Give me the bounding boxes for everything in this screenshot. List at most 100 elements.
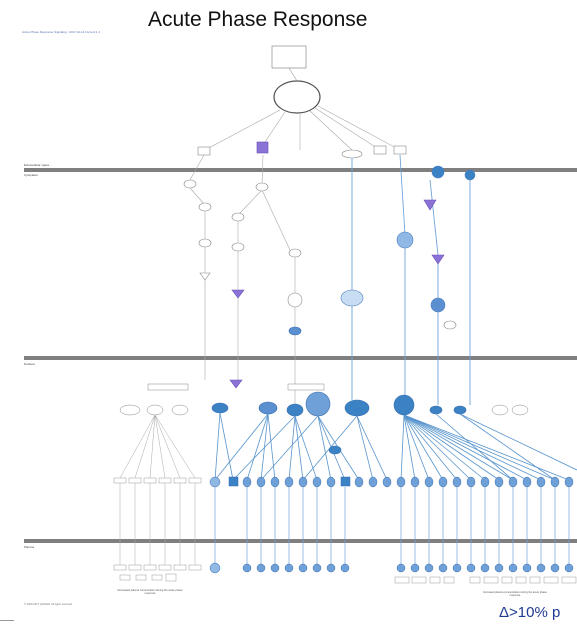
transcription-factor	[211, 402, 229, 414]
signaling-node	[431, 254, 445, 265]
signaling-node	[464, 169, 476, 181]
signaling-node	[288, 326, 302, 336]
transcription-factor	[258, 401, 278, 415]
plasma-protein	[480, 563, 490, 573]
compartment-label-plasma: Plasma	[24, 545, 35, 549]
plasma-protein	[394, 576, 410, 584]
gene-node	[326, 476, 336, 488]
gene-node	[410, 476, 420, 488]
plasma-protein	[438, 563, 448, 573]
signaling-node	[255, 182, 269, 192]
gene-node	[550, 476, 560, 488]
plasma-protein	[270, 563, 280, 573]
gene-node	[340, 476, 351, 487]
gene-node	[158, 477, 172, 484]
gene-node	[536, 476, 546, 488]
footnote-decreased: Decreased plasma concentration during th…	[117, 589, 183, 595]
plasma-protein	[424, 563, 434, 573]
gene-node	[354, 476, 364, 488]
signaling-node	[198, 238, 212, 248]
plasma-protein	[483, 576, 499, 584]
transcription-factor	[491, 404, 509, 416]
signaling-node	[231, 289, 245, 299]
gene-node	[270, 476, 280, 488]
plasma-protein	[550, 563, 560, 573]
plasma-edges-gray	[119, 483, 196, 566]
gene-node	[312, 476, 322, 488]
gene-node	[480, 476, 490, 488]
transcription-factor	[119, 404, 141, 416]
gene-node	[113, 477, 127, 484]
signaling-node	[340, 289, 364, 307]
plasma-protein	[242, 563, 252, 573]
gene-node	[242, 476, 252, 488]
plasma-protein	[501, 576, 513, 584]
plasma-protein	[119, 574, 131, 581]
stimulus-box	[271, 45, 307, 69]
plasma-protein	[536, 563, 546, 573]
plasma-protein	[135, 574, 147, 581]
transcription-factor	[287, 383, 325, 391]
corner-mark	[0, 620, 14, 621]
gene-node	[209, 476, 221, 488]
signaling-node	[288, 248, 302, 258]
gene-node	[298, 476, 308, 488]
transcription-factor	[146, 404, 164, 416]
plasma-row-blue	[209, 562, 574, 574]
transcription-factor	[286, 403, 304, 417]
cytokine-nodes	[197, 141, 407, 159]
signaling-node	[287, 292, 303, 308]
cytoplasm-right-edges	[351, 154, 471, 405]
gene-node	[284, 476, 294, 488]
gene-row-blue	[209, 476, 574, 488]
signaling-node	[443, 320, 457, 330]
signaling-node	[423, 199, 437, 211]
plasma-protein	[411, 576, 427, 584]
header-caption: Acute Phase Response Signaling : 2017-01…	[22, 30, 101, 34]
plasma-protein	[466, 563, 476, 573]
cytokine-edges	[204, 105, 401, 151]
plasma-protein	[188, 564, 202, 571]
plasma-protein	[128, 564, 142, 571]
transcription-factor	[147, 383, 189, 391]
page-title: Acute Phase Response	[148, 8, 368, 31]
transcription-factor	[305, 391, 331, 417]
plasma-protein	[143, 564, 157, 571]
plasma-protein	[469, 576, 481, 584]
plasma-protein	[543, 576, 559, 584]
signaling-node	[199, 272, 211, 281]
compartment-bar-plasma	[24, 539, 577, 543]
plasma-protein	[429, 576, 441, 584]
transcription-factor	[429, 405, 443, 415]
plasma-protein	[396, 563, 406, 573]
compartment-label-cytoplasm: Cytoplasm	[24, 173, 39, 177]
plasma-protein	[564, 563, 574, 573]
gene-node	[494, 476, 504, 488]
signaling-node	[198, 202, 212, 212]
plasma-protein	[113, 564, 127, 571]
cytoplasm-left-nodes	[183, 179, 303, 336]
plasma-protein	[326, 563, 336, 573]
cytokine-node	[256, 141, 269, 154]
transcription-factor	[511, 404, 529, 416]
cytoplasm-left-edges	[189, 154, 296, 405]
plasma-protein	[443, 576, 455, 584]
transcription-factor	[344, 399, 370, 417]
plasma-protein	[452, 563, 462, 573]
gene-edges-gray	[119, 414, 196, 479]
plasma-protein	[151, 574, 163, 581]
plasma-protein	[340, 563, 350, 573]
gene-node	[564, 476, 574, 488]
transcription-factor	[328, 445, 342, 455]
gene-node	[188, 477, 202, 484]
copyright-text: © 2000-2017 QIAGEN. All rights reserved.	[24, 603, 73, 606]
transcription-factor	[393, 394, 415, 416]
gene-node	[452, 476, 462, 488]
gene-node	[466, 476, 476, 488]
gene-node	[438, 476, 448, 488]
plasma-protein	[298, 563, 308, 573]
plasma-protein	[522, 563, 532, 573]
delta-label: Δ>10% p	[499, 604, 561, 621]
gene-row-left	[113, 477, 202, 484]
